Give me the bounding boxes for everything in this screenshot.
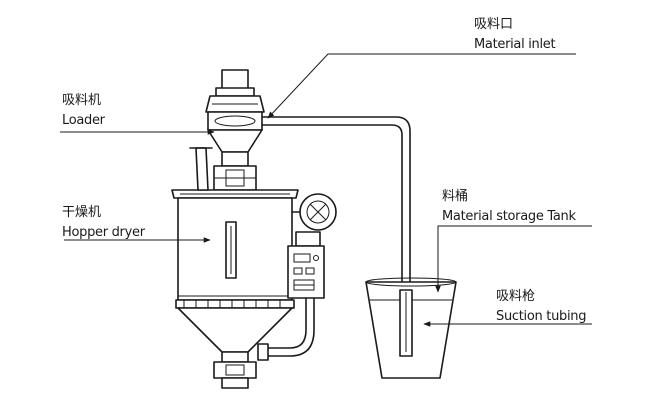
label-suction-tubing-zh: 吸料枪 <box>496 288 535 304</box>
label-material-inlet-zh: 吸料口 <box>474 17 513 32</box>
label-material-inlet-en: Material inlet <box>474 37 556 52</box>
label-loader-en: Loader <box>62 113 106 128</box>
label-hopper-dryer-en: Hopper dryer <box>62 225 146 240</box>
blower-unit <box>291 193 337 247</box>
label-material-storage-tank-zh: 料桶 <box>442 189 468 204</box>
loader-motor <box>221 69 249 91</box>
control-box <box>287 245 325 299</box>
loader-unit <box>205 69 265 191</box>
heater-pipe <box>261 297 307 349</box>
label-suction-tubing-en: Suction tubing <box>496 309 586 324</box>
hopper-dryer-unit <box>171 147 299 389</box>
conveying-pipe <box>261 116 411 353</box>
label-loader-zh: 吸料机 <box>62 93 101 108</box>
leader-material-storage-tank <box>435 225 592 293</box>
label-material-storage-tank-en: Material storage Tank <box>442 209 576 224</box>
label-hopper-dryer-zh: 干燥机 <box>62 205 101 220</box>
leader-material-inlet <box>267 53 576 119</box>
